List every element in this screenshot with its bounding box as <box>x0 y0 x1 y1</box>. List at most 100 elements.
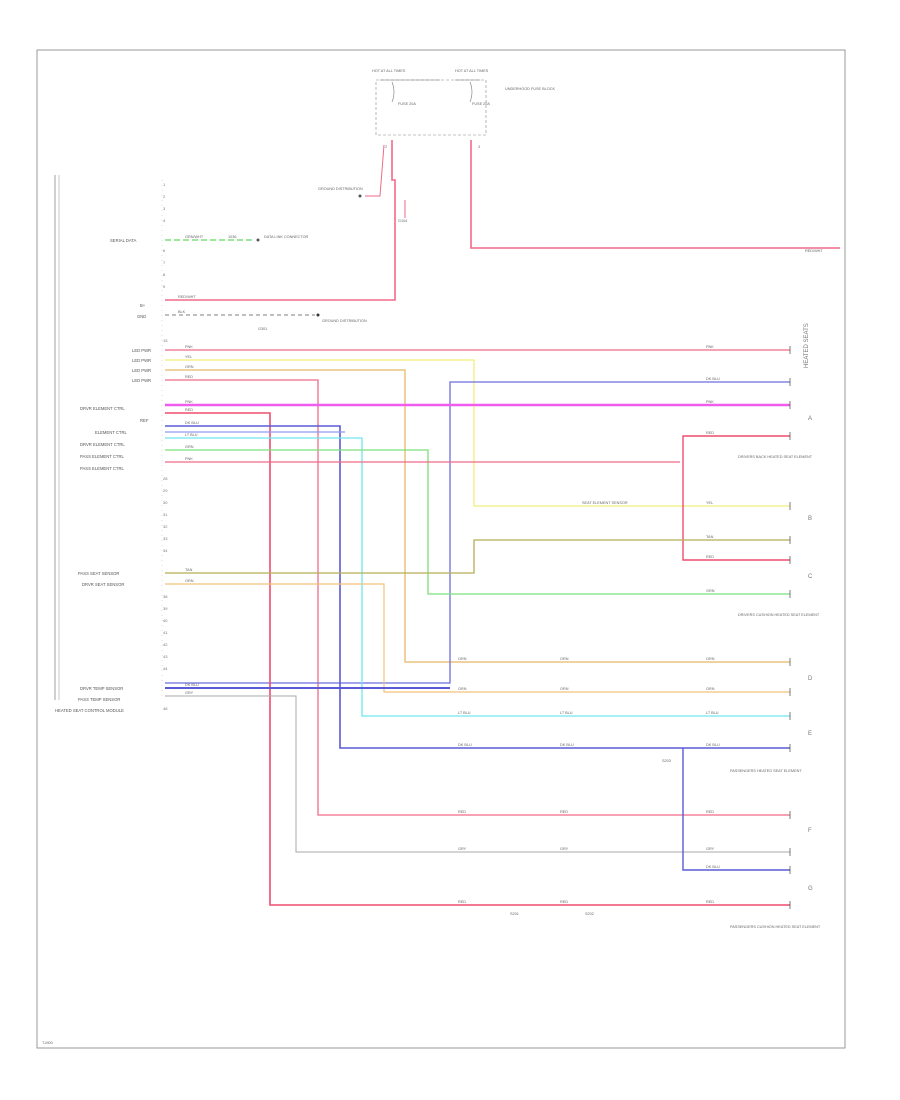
svg-text:S202: S202 <box>585 912 594 916</box>
serial-wire-code-2: 1036 <box>228 235 236 239</box>
svg-text:LED PWR: LED PWR <box>132 358 151 363</box>
svg-text:DRVR ELEMENT CTRL: DRVR ELEMENT CTRL <box>80 406 125 411</box>
wire-element-ctrl <box>165 425 790 749</box>
svg-text:RED: RED <box>706 810 714 814</box>
svg-text:D: D <box>808 676 813 682</box>
svg-text:ORN: ORN <box>185 579 194 583</box>
svg-text:YEL: YEL <box>706 501 713 505</box>
gnd-label: GND <box>137 314 146 319</box>
seat-element-sensor-label: SEAT ELEMENT SENSOR <box>582 501 628 505</box>
serial-data-label: SERIAL DATA <box>110 238 137 243</box>
svg-text:TAN: TAN <box>185 568 193 572</box>
svg-text:44: 44 <box>163 666 168 671</box>
svg-text:TAN: TAN <box>706 535 714 539</box>
svg-text:34: 34 <box>163 548 168 553</box>
fuse1-top-label: HOT AT ALL TIMES <box>372 69 406 73</box>
svg-text:3: 3 <box>478 144 481 149</box>
svg-text:1: 1 <box>163 182 166 187</box>
svg-text:31: 31 <box>163 512 168 517</box>
svg-text:LT BLU: LT BLU <box>185 433 198 437</box>
svg-text:DRVR SEAT SENSOR: DRVR SEAT SENSOR <box>82 582 124 587</box>
svg-text:ELEMENT CTRL: ELEMENT CTRL <box>95 430 127 435</box>
svg-text:PASS TEMP SENSOR: PASS TEMP SENSOR <box>78 697 120 702</box>
svg-text:3: 3 <box>163 206 166 211</box>
svg-text:B: B <box>808 516 812 522</box>
svg-text:PNK: PNK <box>185 345 193 349</box>
svg-text:GRY: GRY <box>458 847 467 851</box>
svg-text:RED: RED <box>458 810 466 814</box>
power-ground-pins: B+ GND RED/WHT BLK G301 GROUND DISTRIBUT… <box>137 295 367 331</box>
b-plus-wire-code: RED/WHT <box>178 295 196 299</box>
svg-text:4: 4 <box>163 218 166 223</box>
svg-text:28: 28 <box>163 476 168 481</box>
svg-text:RED: RED <box>185 408 193 412</box>
svg-text:6: 6 <box>163 248 166 253</box>
svg-text:S203: S203 <box>662 759 671 763</box>
svg-text:HEATED SEATS: HEATED SEATS <box>804 323 810 368</box>
svg-text:7: 7 <box>163 260 166 265</box>
serial-wire-code: GRN/WHT <box>185 235 204 239</box>
fuse1-label: FUSE 20A <box>398 102 416 106</box>
pass-cushion-label: PASSENGERS CUSHION HEATED SEAT ELEMENT <box>730 925 821 929</box>
svg-text:42: 42 <box>163 642 168 647</box>
svg-text:GRY: GRY <box>560 847 569 851</box>
ground-dist-label: GROUND DISTRIBUTION <box>318 187 363 191</box>
sensor-labels: PASS SEAT SENSOR DRVR SEAT SENSOR DRVR T… <box>78 571 124 702</box>
serial-data-circuit: SERIAL DATA GRN/WHT 1036 DATA LINK CONNE… <box>110 235 309 243</box>
svg-text:PASS ELEMENT CTRL: PASS ELEMENT CTRL <box>80 454 124 459</box>
svg-text:39: 39 <box>163 606 168 611</box>
svg-text:RED: RED <box>560 900 568 904</box>
svg-text:E: E <box>808 731 812 737</box>
wire-drvr-back-loop <box>682 435 790 561</box>
svg-text:2: 2 <box>385 144 388 149</box>
wire-led-pwr-3 <box>165 369 790 663</box>
wire-blue-temp <box>165 381 790 684</box>
svg-text:S201: S201 <box>510 912 519 916</box>
svg-text:C: C <box>808 574 813 580</box>
svg-text:DK BLU: DK BLU <box>185 421 199 425</box>
svg-text:DK BLU: DK BLU <box>706 743 720 747</box>
svg-text:9: 9 <box>163 284 166 289</box>
svg-text:GRY: GRY <box>706 847 715 851</box>
svg-text:41: 41 <box>163 630 168 635</box>
svg-text:RED: RED <box>706 900 714 904</box>
svg-text:29: 29 <box>163 488 168 493</box>
svg-text:LT BLU: LT BLU <box>706 711 719 715</box>
fuse-block: HOT AT ALL TIMES HOT AT ALL TIMES FUSE 2… <box>372 69 555 149</box>
svg-text:GRN: GRN <box>706 589 715 593</box>
svg-text:LED PWR: LED PWR <box>132 378 151 383</box>
svg-text:ORN: ORN <box>185 365 194 369</box>
svg-text:LT BLU: LT BLU <box>458 711 471 715</box>
svg-text:48: 48 <box>163 706 168 711</box>
fuse2-top-label: HOT AT ALL TIMES <box>455 69 489 73</box>
svg-text:PASS SEAT SENSOR: PASS SEAT SENSOR <box>78 571 119 576</box>
svg-text:GRY: GRY <box>185 691 194 695</box>
wire-ref <box>165 412 790 906</box>
wire-drvr-seat-sensor <box>165 583 790 693</box>
wire-led-pwr-2 <box>165 359 790 507</box>
right-power-wire-code: RED/WHT <box>805 249 823 253</box>
svg-text:33: 33 <box>163 536 168 541</box>
svg-text:RED: RED <box>185 375 193 379</box>
drvr-cushion-label: DRIVERS CUSHION HEATED SEAT ELEMENT <box>738 613 820 617</box>
svg-text:PASS ELEMENT CTRL: PASS ELEMENT CTRL <box>80 466 124 471</box>
svg-text:PNK: PNK <box>706 345 714 349</box>
element-control-labels: DRVR ELEMENT CTRL REF ELEMENT CTRL DRVR … <box>80 406 149 471</box>
svg-text:RED: RED <box>560 810 568 814</box>
svg-text:REF: REF <box>140 418 149 423</box>
svg-text:PNK: PNK <box>706 400 714 404</box>
diagram-frame <box>36 49 846 1049</box>
svg-text:DRVR TEMP SENSOR: DRVR TEMP SENSOR <box>80 686 123 691</box>
svg-text:PNK: PNK <box>185 457 193 461</box>
right-component-labels: DRIVERS BACK HEATED SEAT ELEMENT SEAT EL… <box>582 455 821 929</box>
module-body: HEATED SEAT CONTROL MODULE <box>54 175 163 713</box>
svg-text:DK BLU: DK BLU <box>706 377 720 381</box>
svg-text:32: 32 <box>163 524 168 529</box>
svg-text:ORN: ORN <box>560 687 569 691</box>
svg-text:2: 2 <box>163 194 166 199</box>
svg-text:RED: RED <box>706 431 714 435</box>
led-power-labels: LED PWR LED PWR LED PWR LED PWR <box>132 348 151 383</box>
fuse2-power-wire: RED/WHT G104 <box>398 140 840 253</box>
